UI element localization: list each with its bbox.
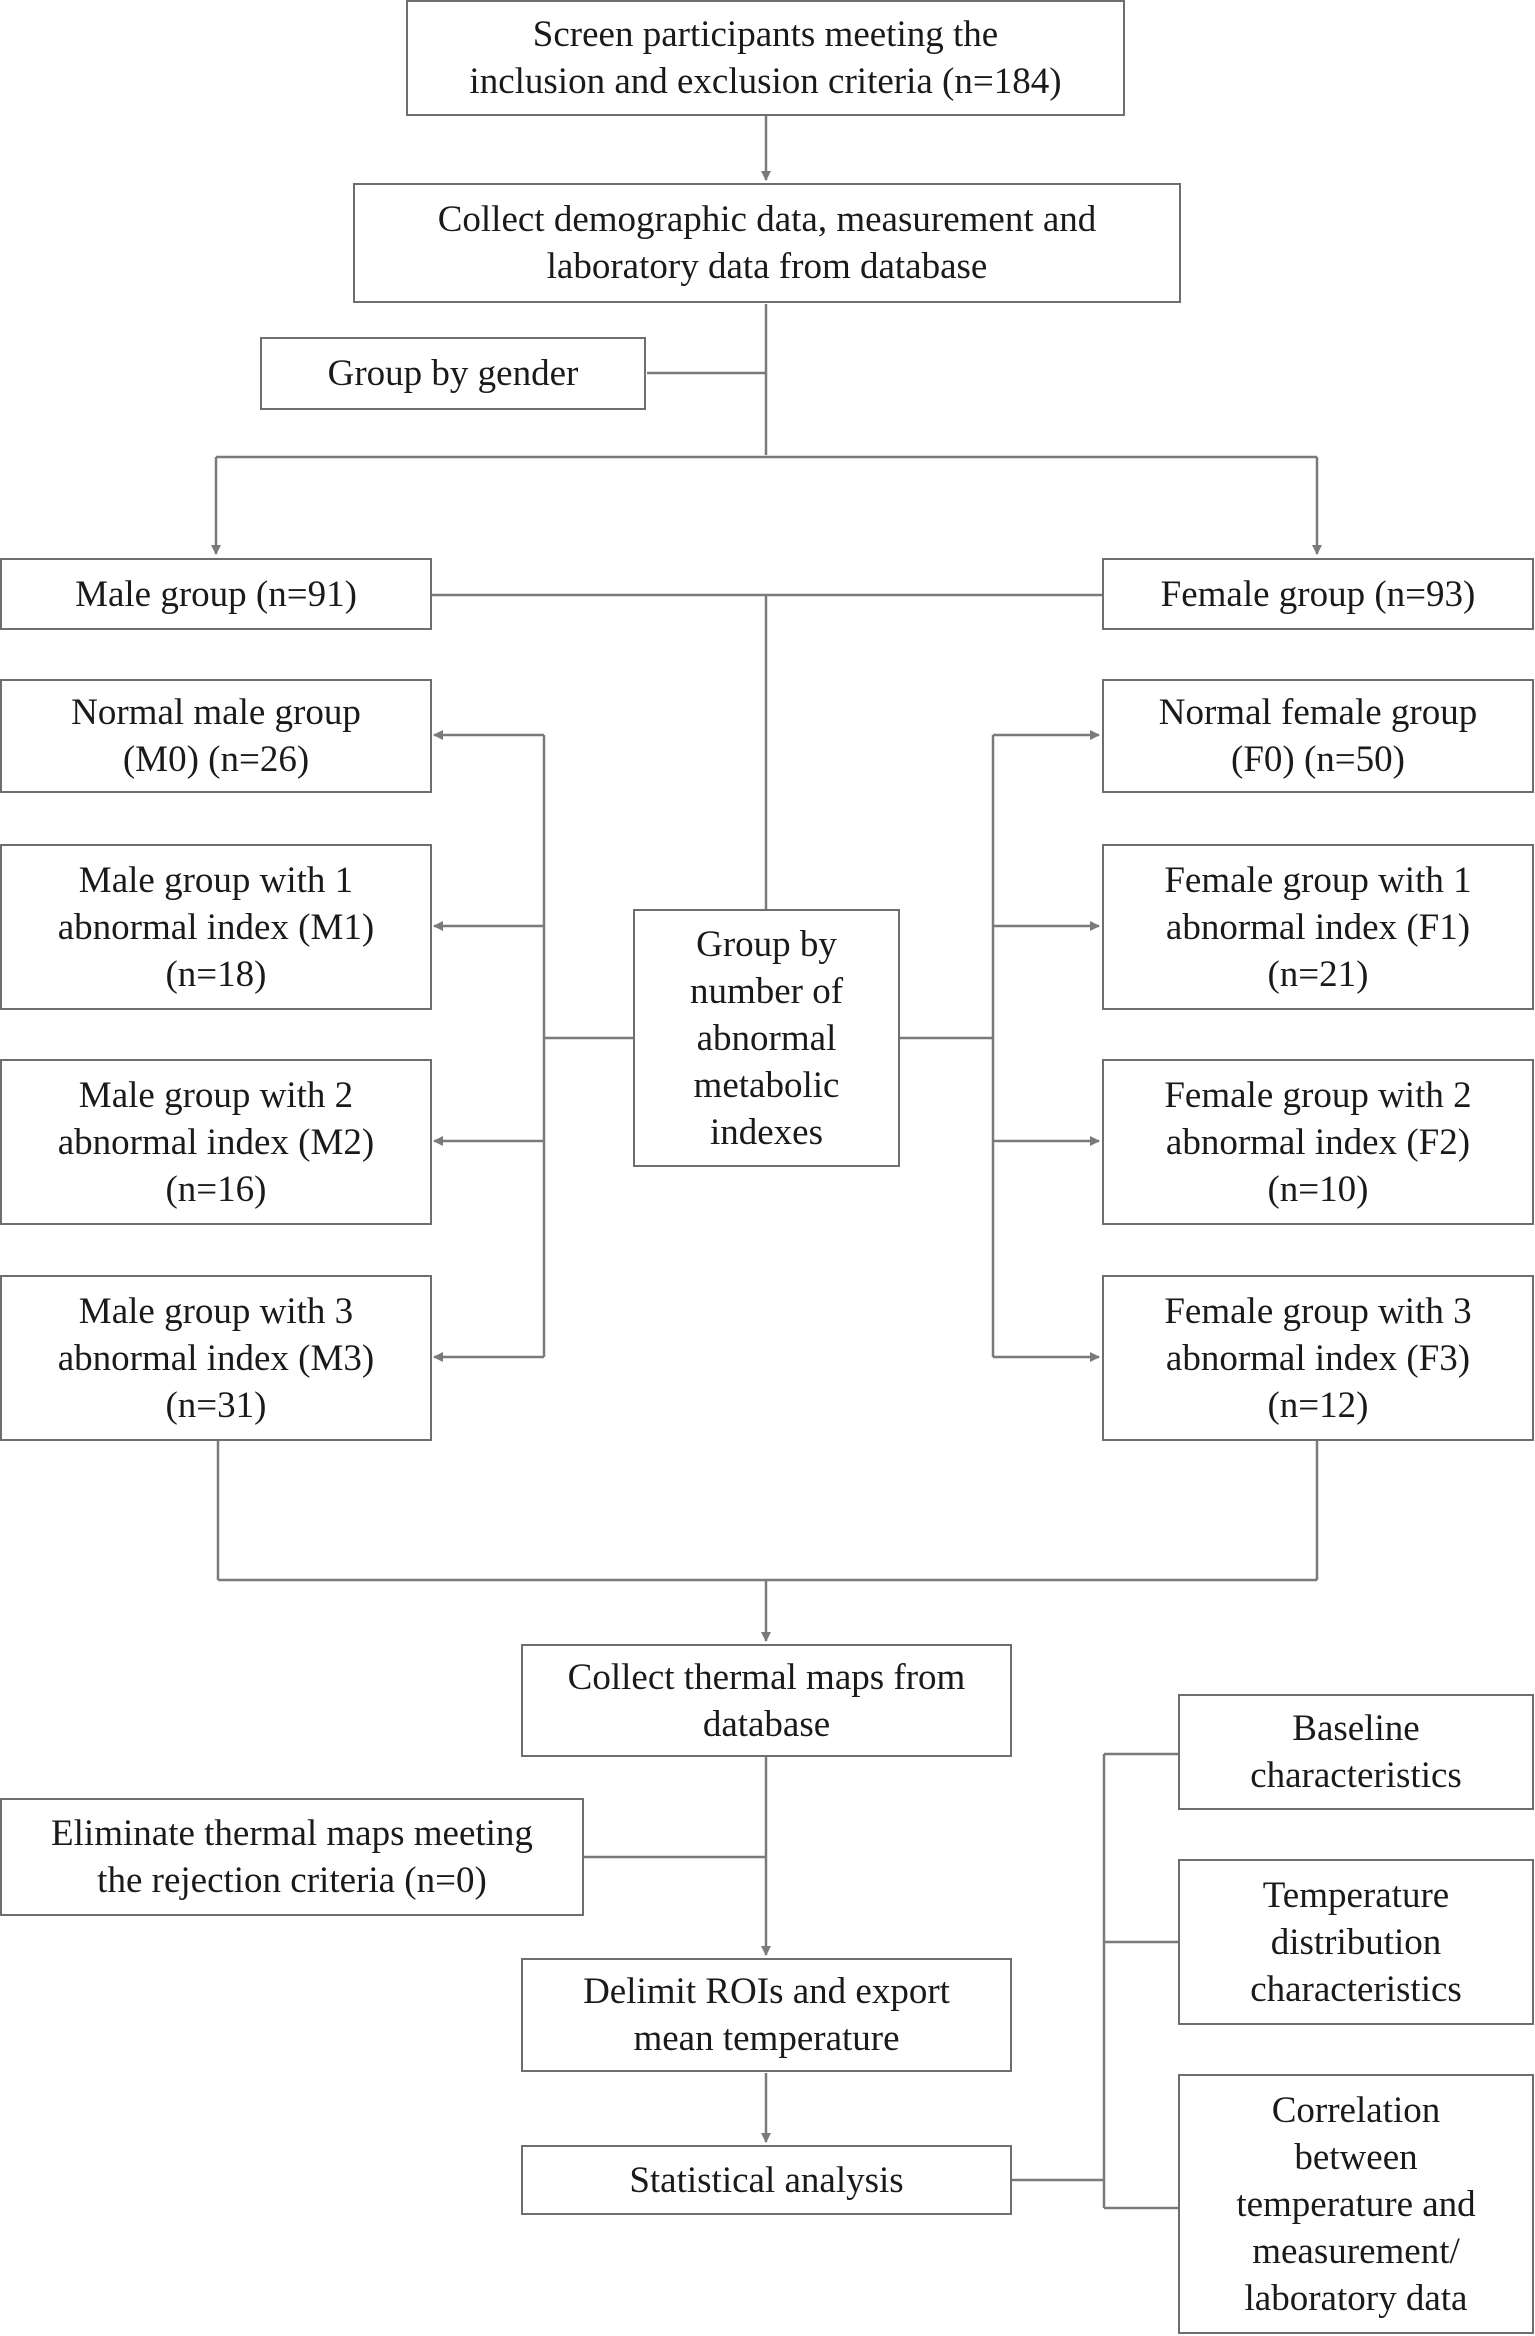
- node-female-group: Female group (n=93): [1102, 558, 1534, 630]
- node-f1: Female group with 1 abnormal index (F1) (n…: [1102, 844, 1534, 1010]
- node-label-line: Normal male group: [71, 692, 361, 733]
- node-screen-participants: Screen participants meeting the inclusion…: [406, 0, 1125, 116]
- node-label-line: abnormal index (M2): [57, 1121, 375, 1163]
- node-label-line: Female group with 1: [1164, 859, 1472, 901]
- node-label-line: (F0) (n=50): [1231, 739, 1405, 780]
- node-m0: Normal male group (M0) (n=26): [0, 679, 432, 793]
- node-label-line: Eliminate thermal maps meeting: [51, 1813, 533, 1854]
- node-label: Male group with 2 abnormal index (M2) (n=1…: [58, 1072, 374, 1213]
- node-label: Female group with 2 abnormal index (F2) (n…: [1164, 1072, 1471, 1213]
- node-f2: Female group with 2 abnormal index (F2) (n…: [1102, 1059, 1534, 1225]
- node-label: Female group with 1 abnormal index (F1) (n…: [1164, 857, 1471, 998]
- node-label: Male group (n=91): [75, 571, 357, 618]
- node-label-line: Female group with 3: [1164, 1290, 1472, 1332]
- node-label-line: distribution: [1270, 1921, 1442, 1963]
- node-label-line: the rejection criteria (n=0): [97, 1860, 487, 1901]
- node-label-line: abnormal index (F2): [1165, 1121, 1471, 1163]
- node-group-by-gender: Group by gender: [260, 337, 646, 410]
- node-label: Statistical analysis: [629, 2157, 903, 2204]
- node-label-line: Correlation: [1271, 2089, 1441, 2131]
- node-m2: Male group with 2 abnormal index (M2) (n=1…: [0, 1059, 432, 1225]
- node-label-line: abnormal: [696, 1017, 837, 1059]
- node-label-line: Male group with 2: [78, 1074, 354, 1116]
- node-group-by-abnormal: Group by number of abnormal metabolic indexe…: [633, 909, 900, 1167]
- node-label-line: abnormal index (F3): [1165, 1337, 1471, 1379]
- node-label-line: Male group with 1: [78, 859, 354, 901]
- node-correlation: Correlation between temperature and measure…: [1178, 2074, 1534, 2334]
- node-label-line: laboratory data from database: [546, 246, 988, 287]
- node-label: Baseline characteristics: [1250, 1705, 1462, 1799]
- node-label-line: Male group with 3: [78, 1290, 354, 1332]
- node-label: Temperature distribution characteristics: [1250, 1872, 1462, 2013]
- node-label-line: (M0) (n=26): [122, 739, 310, 780]
- node-m1: Male group with 1 abnormal index (M1) (n=1…: [0, 844, 432, 1010]
- node-label: Female group with 3 abnormal index (F3) (n…: [1164, 1288, 1471, 1429]
- node-male-group: Male group (n=91): [0, 558, 432, 630]
- node-label-line: between: [1294, 2136, 1418, 2178]
- node-label: Collect thermal maps from database: [568, 1654, 966, 1748]
- node-label-line: characteristics: [1250, 1968, 1462, 2010]
- node-label-line: inclusion and exclusion criteria (n=184): [469, 61, 1062, 102]
- node-label-line: abnormal index (F1): [1165, 906, 1471, 948]
- node-label-line: Statistical analysis: [629, 2159, 904, 2201]
- node-label-line: characteristics: [1250, 1755, 1462, 1796]
- node-label-line: Collect demographic data, measurement an…: [437, 199, 1097, 240]
- node-m3: Male group with 3 abnormal index (M3) (n=3…: [0, 1275, 432, 1441]
- node-label-line: database: [702, 1703, 831, 1745]
- node-label-line: (n=31): [165, 1384, 267, 1426]
- node-label-line: Collect thermal maps from: [567, 1656, 966, 1698]
- node-label: Normal female group (F0) (n=50): [1159, 689, 1478, 783]
- node-label-line: Temperature: [1262, 1874, 1450, 1916]
- node-label-line: Group by gender: [327, 353, 579, 394]
- node-label-line: indexes: [709, 1111, 823, 1153]
- node-label: Screen participants meeting the inclusion…: [469, 11, 1061, 105]
- node-temperature-distribution: Temperature distribution characteristics: [1178, 1859, 1534, 2025]
- node-label-line: (n=16): [165, 1168, 267, 1210]
- node-label-line: number of: [689, 970, 844, 1012]
- node-label-line: abnormal index (M3): [57, 1337, 375, 1379]
- node-label-line: Male group (n=91): [75, 573, 357, 615]
- node-collect-demographic: Collect demographic data, measurement an…: [353, 183, 1181, 303]
- node-collect-thermal: Collect thermal maps from database: [521, 1644, 1012, 1757]
- node-label-line: Female group with 2: [1164, 1074, 1472, 1116]
- node-label: Collect demographic data, measurement an…: [438, 196, 1097, 290]
- node-label-line: Screen participants meeting the: [532, 14, 999, 55]
- node-label-line: Group by: [696, 923, 837, 965]
- node-label: Group by gender: [328, 350, 579, 397]
- node-label-line: (n=21): [1267, 953, 1369, 995]
- node-label-line: metabolic: [693, 1064, 840, 1106]
- node-label: Group by number of abnormal metabolic indexe…: [690, 921, 843, 1156]
- node-label: Female group (n=93): [1161, 571, 1476, 618]
- node-statistical-analysis: Statistical analysis: [521, 2145, 1012, 2215]
- node-label: Delimit ROIs and export mean temperature: [583, 1968, 950, 2062]
- node-label-line: Female group (n=93): [1160, 573, 1476, 615]
- node-label-line: Delimit ROIs and export: [583, 1971, 950, 2012]
- node-label-line: measurement/: [1252, 2230, 1460, 2272]
- node-f3: Female group with 3 abnormal index (F3) (n…: [1102, 1275, 1534, 1441]
- node-label-line: (n=10): [1267, 1168, 1369, 1210]
- node-label: Male group with 1 abnormal index (M1) (n=1…: [58, 857, 374, 998]
- node-label-line: (n=18): [165, 953, 267, 995]
- node-label: Eliminate thermal maps meeting the reject…: [51, 1810, 533, 1904]
- node-baseline: Baseline characteristics: [1178, 1694, 1534, 1810]
- node-label: Normal male group (M0) (n=26): [71, 689, 361, 783]
- node-delimit: Delimit ROIs and export mean temperature: [521, 1958, 1012, 2072]
- node-f0: Normal female group (F0) (n=50): [1102, 679, 1534, 793]
- node-label-line: mean temperature: [633, 2018, 900, 2059]
- node-label: Male group with 3 abnormal index (M3) (n=3…: [58, 1288, 374, 1429]
- node-eliminate: Eliminate thermal maps meeting the reject…: [0, 1798, 584, 1916]
- node-label-line: (n=12): [1267, 1384, 1369, 1426]
- node-label-line: abnormal index (M1): [57, 906, 375, 948]
- node-label: Correlation between temperature and measure…: [1236, 2087, 1475, 2322]
- node-label-line: laboratory data: [1244, 2277, 1468, 2319]
- node-label-line: Baseline: [1292, 1708, 1420, 1749]
- node-label-line: Normal female group: [1158, 692, 1478, 733]
- node-label-line: temperature and: [1236, 2183, 1476, 2225]
